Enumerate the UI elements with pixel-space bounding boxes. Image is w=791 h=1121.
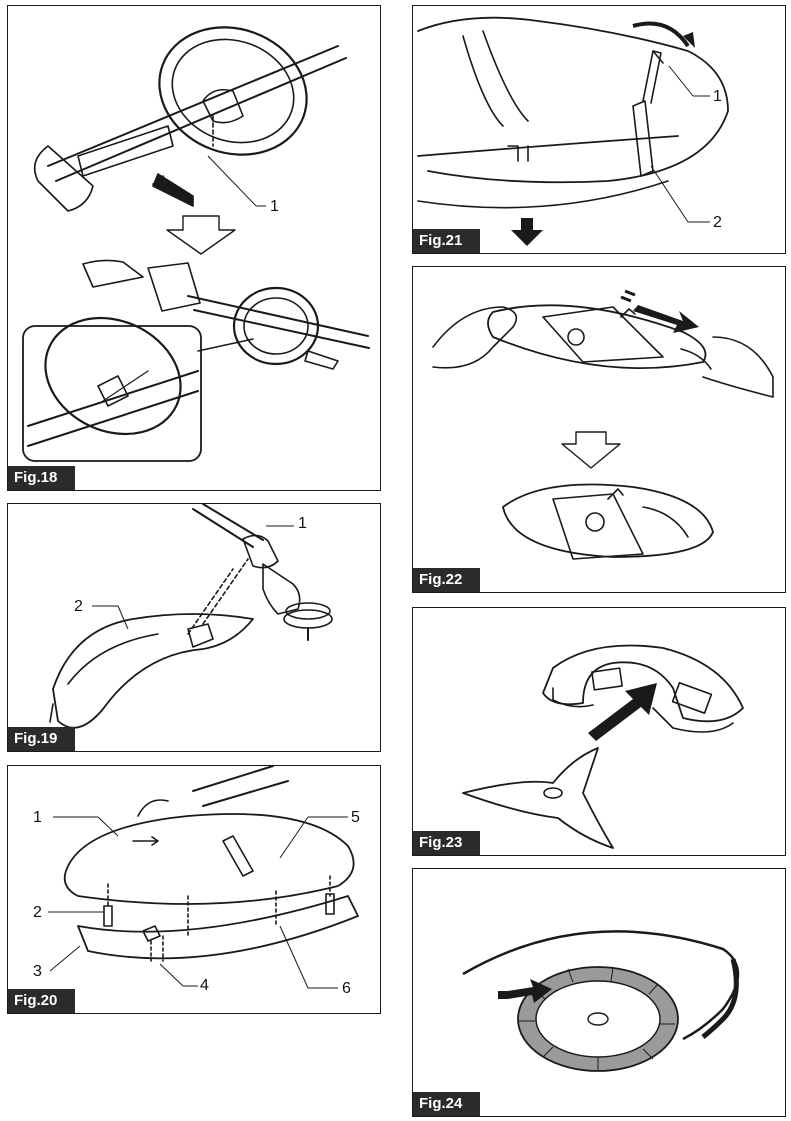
fig18-label: Fig.18 xyxy=(8,466,76,490)
fig20-callout-2: 2 xyxy=(33,904,42,921)
fig22-label: Fig.22 xyxy=(413,568,481,592)
fig19-illustration xyxy=(49,504,333,729)
fig19-callout-1: 1 xyxy=(298,515,307,532)
fig20-callout-3: 3 xyxy=(33,963,42,980)
fig22-illustration xyxy=(432,289,774,560)
fig20-callout-6: 6 xyxy=(342,980,351,997)
fig24-label: Fig.24 xyxy=(413,1092,481,1116)
figure-24-panel: Fig.24 xyxy=(412,868,786,1117)
fig18-callout-1: 1 xyxy=(270,198,279,215)
fig21-label: Fig.21 xyxy=(413,229,481,253)
fig21-callout-2: 2 xyxy=(713,214,722,231)
figure-20-panel: 1 2 3 4 5 6 Fig.20 xyxy=(7,765,381,1014)
fig20-callout-4: 4 xyxy=(200,977,209,994)
fig23-label: Fig.23 xyxy=(413,831,481,855)
fig20-illustration xyxy=(48,766,359,989)
fig21-illustration xyxy=(417,16,729,246)
fig24-illustration xyxy=(462,930,740,1072)
figure-19-panel: 1 2 Fig.19 xyxy=(7,503,381,752)
fig20-callout-1: 1 xyxy=(33,809,42,826)
figure-22-panel: Fig.22 xyxy=(412,266,786,593)
fig23-illustration xyxy=(462,644,744,849)
fig20-callout-5: 5 xyxy=(351,809,360,826)
figure-18-panel: 1 Fig.18 xyxy=(7,5,381,491)
figure-23-panel: Fig.23 xyxy=(412,607,786,856)
fig19-callout-2: 2 xyxy=(74,598,83,615)
fig20-label: Fig.20 xyxy=(8,989,76,1013)
fig21-callout-1: 1 xyxy=(713,88,722,105)
figure-21-panel: 1 2 Fig.21 xyxy=(412,5,786,254)
fig18-illustration xyxy=(22,26,370,462)
fig19-label: Fig.19 xyxy=(8,727,76,751)
